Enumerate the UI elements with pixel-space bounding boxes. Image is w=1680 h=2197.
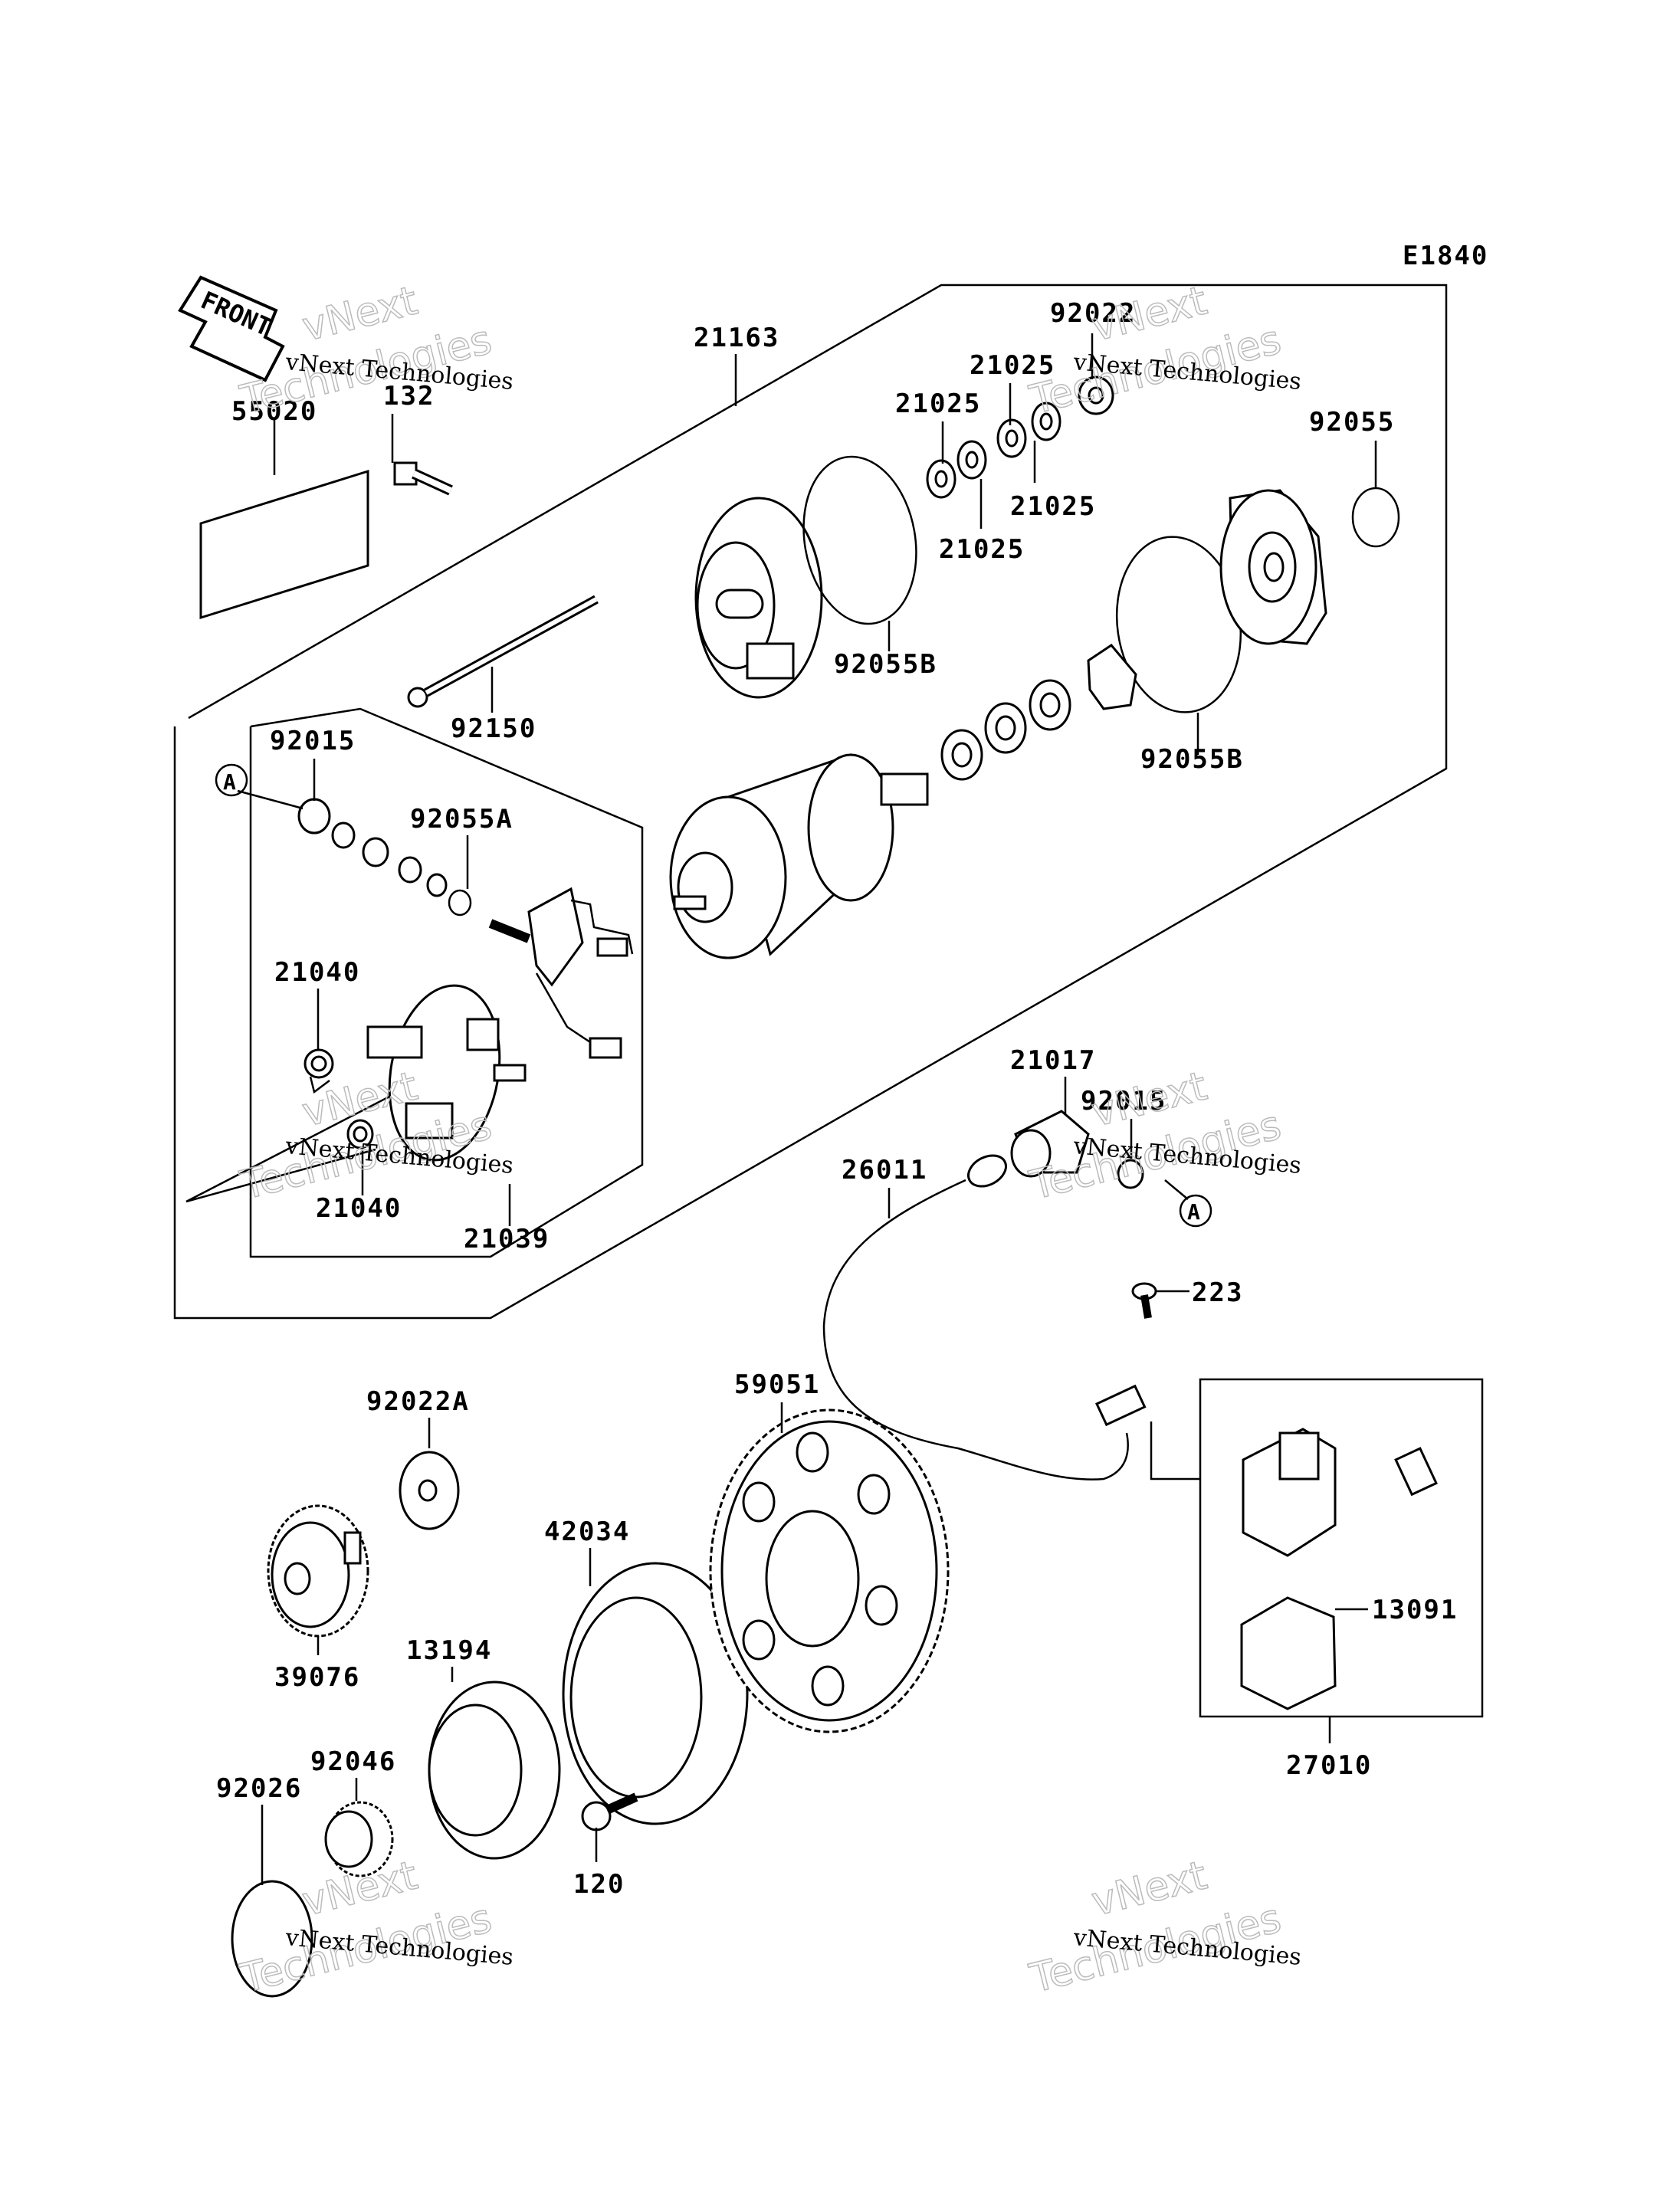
relay-cover: [1240, 1596, 1337, 1710]
nut-92015-terminal: [297, 798, 472, 917]
label-21163: 21163: [694, 323, 779, 353]
housing-outline: [173, 284, 1448, 1320]
label-21025: 21025: [895, 389, 981, 419]
relay-box-outline: [1199, 1378, 1484, 1718]
terminal-cover-21017: [1010, 1110, 1090, 1178]
bolt-223: [1131, 1282, 1157, 1319]
label-39076: 39076: [274, 1662, 360, 1693]
front-arrow-icon: FRONT: [178, 275, 285, 382]
spring-21040-lower: [346, 1119, 374, 1149]
svg-text:A: A: [223, 769, 236, 795]
o-ring-92055b-rear: [802, 455, 917, 625]
label-59051: 59051: [734, 1369, 820, 1400]
front-cover: [1219, 489, 1327, 645]
front-washers: [940, 644, 1137, 781]
washer-92022a: [399, 1451, 460, 1530]
label-21040: 21040: [274, 957, 360, 988]
washer-92026: [231, 1880, 313, 1998]
ref-circle-a-left: A: [215, 763, 248, 797]
long-bolt-92150: [407, 595, 599, 708]
relay-13091: [1242, 1428, 1337, 1557]
label-13091: 13091: [1372, 1595, 1458, 1625]
svg-text:vNext: vNext: [1088, 1853, 1212, 1926]
part-labels: 21163 92022 21025 21025 21025 21025 9205…: [216, 298, 1458, 1900]
label-120: 120: [573, 1869, 625, 1900]
needle-bearing-92046: [324, 1801, 394, 1877]
bolt-132: [393, 461, 453, 496]
label-92046: 92046: [310, 1746, 396, 1777]
label-92022: 92022: [1050, 298, 1136, 329]
label-26011: 26011: [842, 1155, 927, 1185]
label-21040: 21040: [316, 1193, 402, 1224]
brush-box-outline: [249, 707, 644, 1258]
idler-gear-39076: [267, 1504, 369, 1638]
starter-gear-59051: [709, 1408, 950, 1733]
washer-92022: [1078, 375, 1114, 415]
washers-21025: [926, 402, 1061, 499]
clutch-13194: [428, 1681, 561, 1860]
fuse: [1394, 1447, 1438, 1497]
label-92015: 92015: [270, 726, 356, 756]
label-13194: 13194: [406, 1635, 492, 1666]
guide-line: [185, 1094, 392, 1203]
label-92026: 92026: [216, 1773, 302, 1804]
spring-21040-upper: [304, 1048, 334, 1094]
brush-holder-terminal: [488, 887, 634, 1059]
ref-circle-a-right: A: [1179, 1194, 1212, 1228]
label-21017: 21017: [1010, 1045, 1096, 1076]
holder-42034: [562, 1562, 749, 1825]
label-21039: 21039: [464, 1224, 550, 1254]
harness-26011: [822, 1154, 1147, 1481]
label-21025: 21025: [970, 350, 1055, 381]
label-92015: 92015: [1081, 1086, 1166, 1117]
label-21025: 21025: [939, 534, 1025, 565]
watermark-bottom-right: vNext Technologies vNext Technologies: [1025, 1852, 1302, 2003]
label-92055a: 92055A: [410, 804, 514, 835]
label-55020: 55020: [231, 396, 317, 427]
o-ring-92055: [1351, 487, 1400, 548]
label-plate-55020: [199, 469, 369, 620]
label-92055b: 92055B: [834, 649, 937, 680]
brush-plate: [366, 984, 527, 1162]
svg-text:A: A: [1187, 1199, 1200, 1225]
guide-line: [1150, 1421, 1200, 1481]
label-92150: 92150: [451, 713, 536, 744]
label-92055b: 92055B: [1140, 744, 1244, 775]
leader-lines: [237, 333, 1377, 1885]
rear-cover: [694, 497, 823, 699]
label-42034: 42034: [544, 1517, 630, 1547]
nut-92015-relay: [1117, 1159, 1144, 1189]
label-223: 223: [1192, 1277, 1243, 1308]
yoke-assembly: [669, 753, 929, 959]
label-132: 132: [383, 381, 435, 412]
label-92022a: 92022A: [366, 1386, 470, 1417]
label-27010: 27010: [1286, 1750, 1372, 1781]
label-92055: 92055: [1309, 407, 1395, 438]
guide-line: [185, 1148, 376, 1203]
label-21025: 21025: [1010, 491, 1096, 522]
diagram-code: E1840: [1403, 241, 1488, 271]
